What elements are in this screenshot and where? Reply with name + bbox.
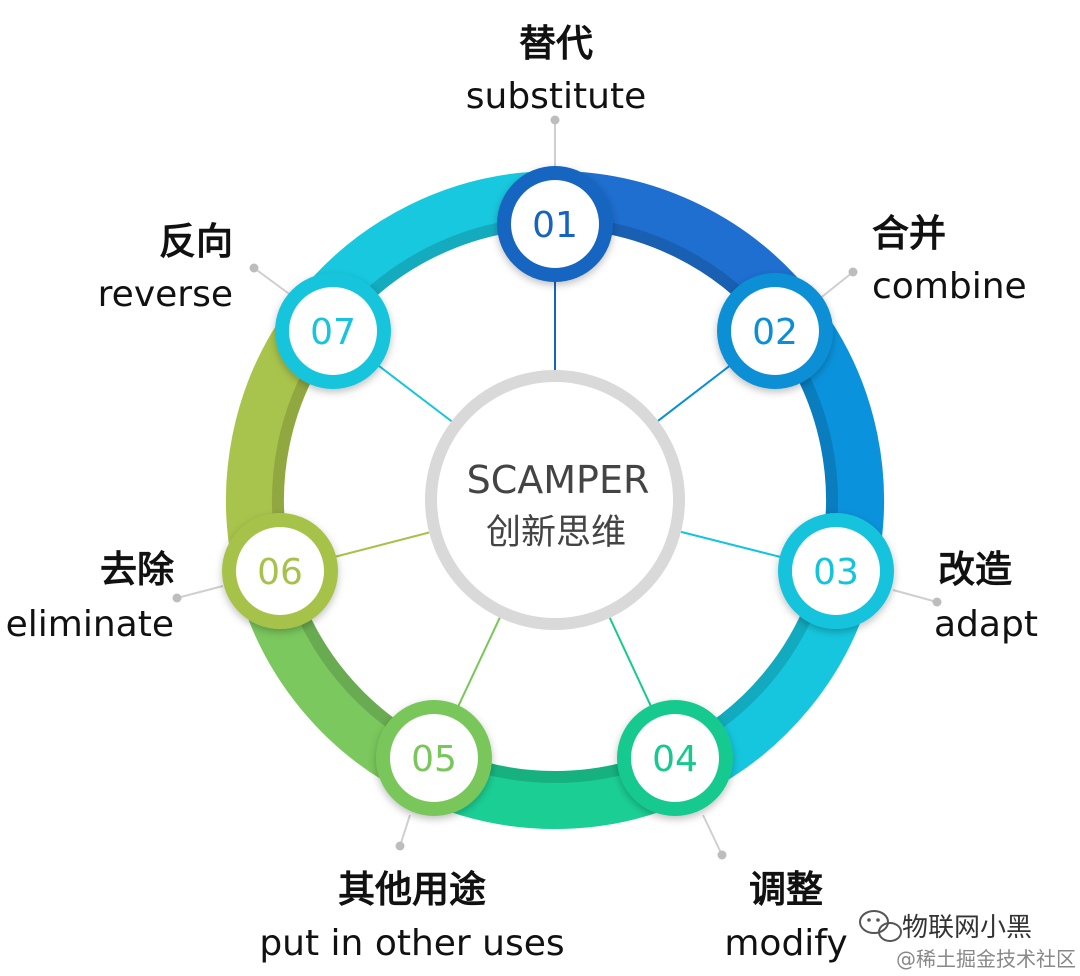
step-label-zh: 反向 — [159, 220, 233, 263]
step-label-zh: 替代 — [519, 22, 593, 65]
step-label-en: modify — [724, 923, 847, 964]
leader-line — [176, 585, 224, 599]
leader-dot — [848, 267, 858, 277]
spoke-line — [453, 617, 501, 716]
node-inner-circle — [236, 527, 324, 615]
step-label-en: put in other uses — [259, 923, 564, 964]
leader-line — [817, 271, 854, 301]
step-label-zh: 改造 — [938, 548, 1012, 591]
node-number: 03 — [813, 552, 859, 593]
spoke-line — [608, 617, 657, 717]
node-inner-circle — [390, 714, 478, 802]
step-node-04: 04 — [617, 700, 733, 816]
labels: 替代 substitute 合并 combine 改造 adapt 调整 modify 其他用途… — [6, 22, 1038, 964]
spoke-line — [324, 531, 430, 561]
leader-line — [702, 814, 723, 856]
watermark: 物联网小黑 @稀土掘金技术社区 — [859, 910, 1076, 971]
spoke-line — [680, 530, 786, 560]
step-node-03: 03 — [778, 513, 894, 629]
step-node-05: 05 — [376, 700, 492, 816]
step-label-zh: 调整 — [749, 868, 823, 911]
node-number: 01 — [532, 205, 578, 246]
node-inner-circle — [792, 527, 880, 615]
nodes: 01 02 03 04 05 06 07 — [222, 166, 894, 816]
step-label-zh: 合并 — [872, 212, 946, 255]
center-hub: SCAMPER 创新思维 — [425, 370, 685, 630]
leader-dot — [717, 850, 727, 860]
node-inner-circle — [631, 714, 719, 802]
step-label-en: adapt — [934, 604, 1038, 645]
node-inner-circle — [511, 180, 599, 268]
step-label-en: substitute — [466, 76, 647, 117]
leader-dot — [395, 841, 405, 851]
leader-dot — [932, 597, 942, 607]
center-title: SCAMPER — [467, 458, 650, 502]
leader-line — [253, 267, 293, 297]
leader-dot — [550, 115, 560, 125]
wechat-icon — [859, 910, 902, 942]
step-node-06: 06 — [222, 513, 338, 629]
step-node-07: 07 — [275, 273, 391, 389]
leader-lines — [172, 115, 942, 860]
step-label-en: eliminate — [6, 604, 174, 645]
step-label-zh: 去除 — [100, 548, 175, 591]
node-number: 04 — [652, 739, 698, 780]
step-node-01: 01 — [497, 166, 613, 282]
step-label-en: reverse — [98, 274, 233, 315]
center-subtitle: 创新思维 — [486, 513, 626, 553]
watermark-sub: @稀土掘金技术社区 — [896, 947, 1076, 971]
node-number: 06 — [257, 552, 303, 593]
node-number: 02 — [752, 312, 798, 353]
step-label-en: combine — [872, 266, 1027, 307]
leader-dot — [249, 263, 259, 273]
leader-line — [892, 589, 938, 603]
leader-dot — [172, 593, 182, 603]
leader-line — [399, 814, 411, 847]
node-number: 07 — [310, 312, 356, 353]
node-number: 05 — [411, 739, 457, 780]
spoke-line — [365, 355, 453, 423]
center-circle — [425, 370, 685, 630]
step-node-02: 02 — [717, 273, 833, 389]
node-inner-circle — [731, 287, 819, 375]
watermark-main: 物联网小黑 — [902, 913, 1032, 943]
step-label-zh: 其他用途 — [338, 868, 486, 911]
node-inner-circle — [289, 287, 377, 375]
